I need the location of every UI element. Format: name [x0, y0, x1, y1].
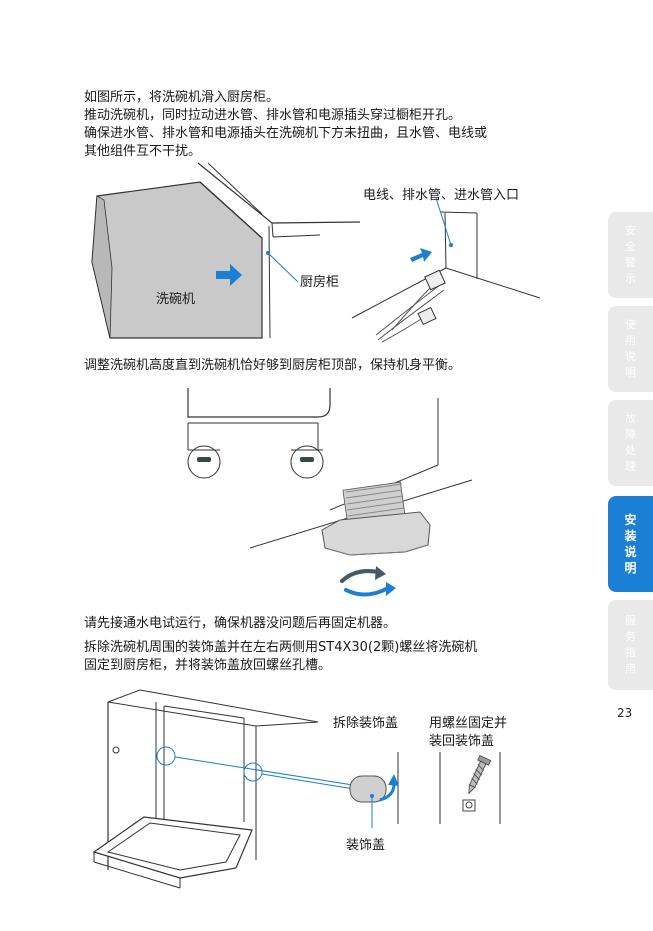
instruction-line-3: 确保进水管、排水管和电源插头在洗碗机下方未扭曲，且水管、电线或	[84, 126, 488, 141]
tab-usage[interactable]: 使用说明	[608, 306, 653, 392]
dishwasher-label: 洗碗机	[156, 292, 196, 307]
screw-icon	[468, 754, 492, 795]
instruction-line-5: 调整洗碗机高度直到洗碗机恰好够到厨房柜顶部，保持机身平衡。	[84, 358, 462, 373]
page-number: 23	[617, 706, 633, 720]
tab-troubleshooting[interactable]: 故障处理	[608, 400, 653, 486]
tab-installation[interactable]: 安装说明	[608, 496, 653, 592]
inlet-label: 电线、排水管、进水管入口	[363, 188, 520, 203]
instruction-line-2: 推动洗碗机，同时拉动进水管、排水管和电源插头穿过橱柜开孔。	[84, 108, 462, 123]
instruction-line-7: 拆除洗碗机周围的装饰盖并在左右两侧用ST4X30(2颗)螺丝将洗碗机	[84, 640, 478, 655]
cabinet-label: 厨房柜	[300, 275, 340, 290]
tab-service[interactable]: 服务指南	[608, 600, 653, 690]
instruction-line-1: 如图所示，将洗碗机滑入厨房柜。	[84, 90, 280, 105]
instruction-line-8: 固定到厨房柜，并将装饰盖放回螺丝孔槽。	[84, 658, 332, 673]
rotate-arrow-icon	[386, 582, 396, 596]
remove-cover-label: 拆除装饰盖	[333, 716, 399, 731]
instruction-line-4: 其他组件互不干扰。	[84, 144, 202, 159]
push-arrow-icon	[216, 264, 242, 286]
instruction-line-6: 请先接通水电试运行，确保机器没问题后再固定机器。	[84, 616, 397, 631]
decorative-cover-shape	[349, 775, 387, 803]
tab-safety[interactable]: 安全警示	[608, 212, 653, 298]
inlet-arrow-icon	[410, 248, 432, 262]
cover-label: 装饰盖	[346, 838, 386, 853]
fix-screw-label-2: 装回装饰盖	[429, 734, 495, 749]
fix-screw-label-1: 用螺丝固定并	[429, 716, 508, 731]
